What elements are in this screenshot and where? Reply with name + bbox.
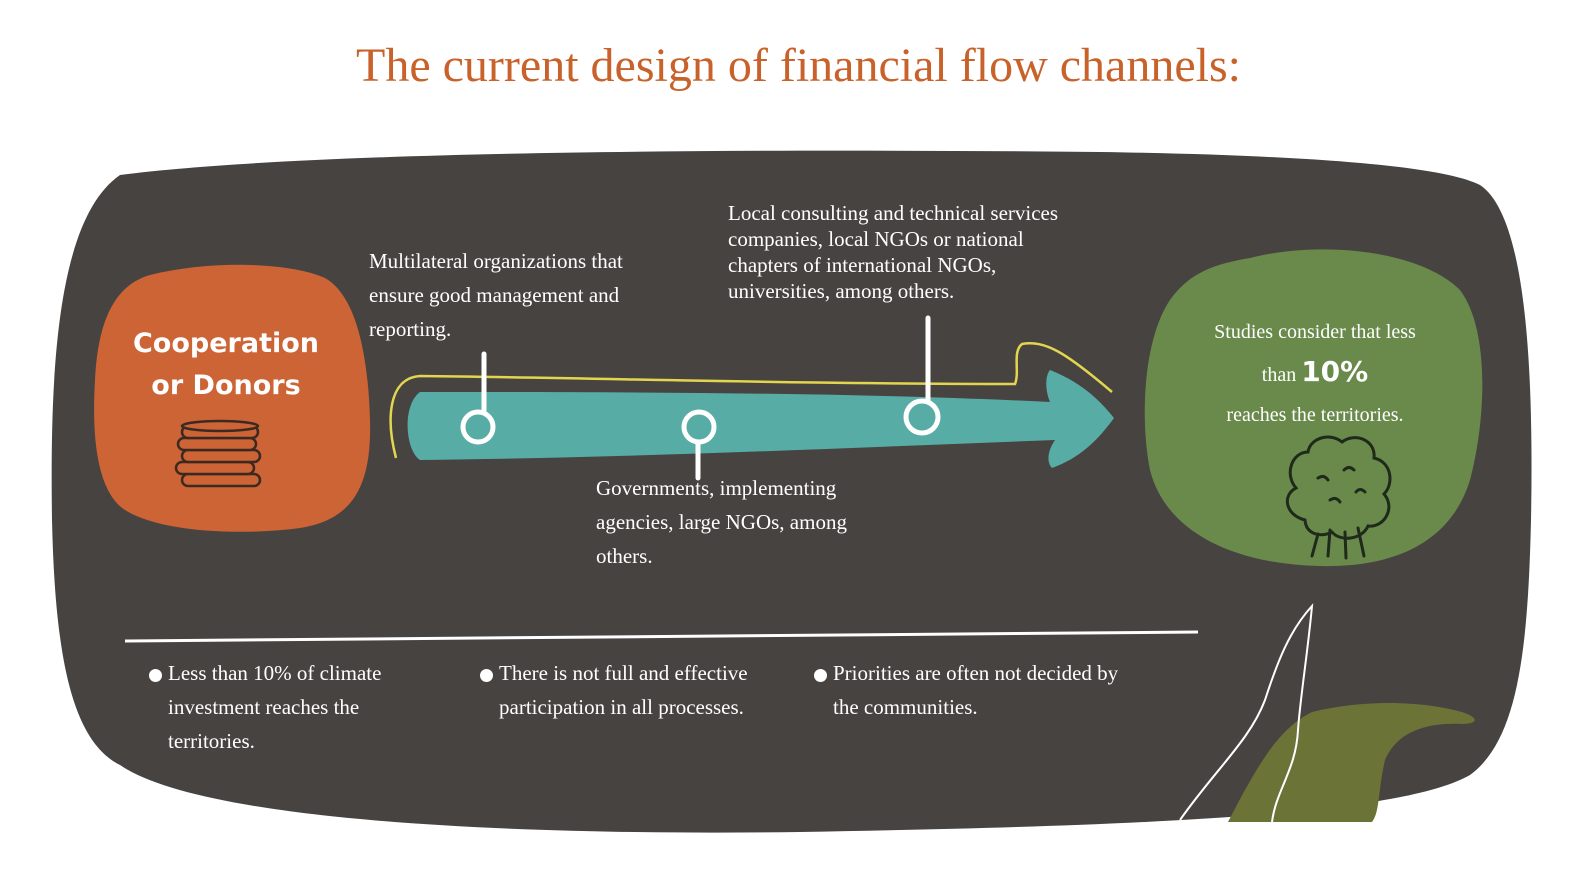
arrow-icon	[407, 370, 1114, 468]
flow-node-2-text: Governments, implementing agencies, larg…	[596, 476, 847, 568]
territory-blob	[1144, 249, 1483, 567]
flow-node-3-text: Local consulting and technical services …	[728, 201, 1059, 303]
page-title: The current design of financial flow cha…	[356, 39, 1241, 92]
flow-node-3-marker	[903, 315, 941, 436]
flow-node-1-marker	[460, 351, 496, 445]
donor-label-line-2: or Donors	[151, 370, 301, 401]
donor-label: Cooperation or Donors	[110, 323, 342, 407]
divider-line	[124, 630, 1199, 643]
flow-node-1-text: Multilateral organizations that ensure g…	[369, 249, 623, 341]
leaf-shape	[1228, 703, 1475, 822]
tree-icon	[1285, 435, 1392, 560]
bullet-item-3: Priorities are often not decided by the …	[814, 656, 1118, 724]
territory-line-1: Studies consider that less	[1214, 321, 1416, 343]
arrow-outline	[389, 342, 1113, 459]
donor-label-line-1: Cooperation	[132, 328, 320, 359]
bullet-item-1: Less than 10% of climate investment reac…	[149, 656, 381, 758]
territory-line-2: than 10%	[1180, 352, 1450, 395]
territory-text: Studies consider that less than 10% reac…	[1180, 312, 1450, 435]
bullet-dot-icon	[480, 669, 493, 682]
coin-stack-icon	[174, 419, 262, 488]
territory-pre: than	[1261, 364, 1302, 386]
bullet-dot-icon	[814, 669, 827, 682]
bullet-item-2: There is not full and effective particip…	[480, 656, 748, 724]
territory-line-3: reaches the territories.	[1226, 404, 1404, 426]
leaf-outline	[1179, 603, 1314, 823]
flow-node-2-marker	[681, 409, 717, 481]
bullet-dot-icon	[149, 669, 162, 682]
donor-blob	[94, 264, 371, 532]
territory-highlight: 10%	[1301, 355, 1369, 388]
